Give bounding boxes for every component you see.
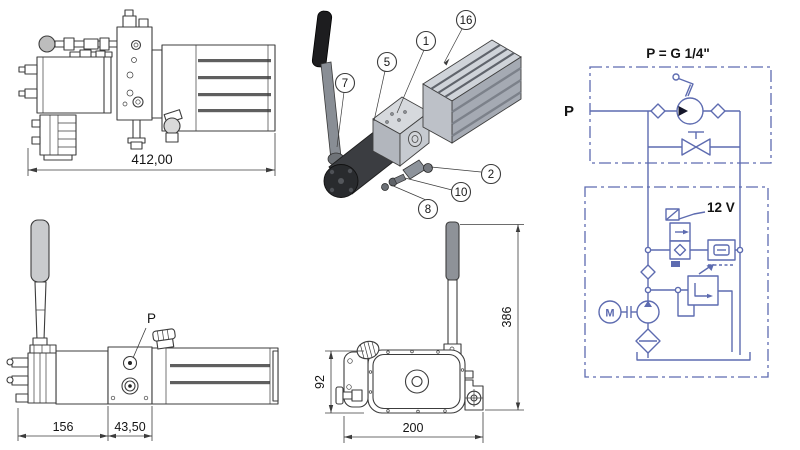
callout-leaders (336, 28, 482, 201)
dim-200: 200 (403, 421, 424, 435)
tank-symbol (636, 352, 751, 361)
dim-412: 412,00 (131, 152, 172, 167)
port-p-label: P (564, 103, 574, 120)
check-valve-suction-icon (640, 264, 656, 280)
voltage-label: 12 V (707, 200, 735, 215)
oil-tank (151, 328, 279, 405)
port-p-label: P (147, 311, 156, 326)
filler-plug (404, 369, 430, 394)
dim-43-50: 43,50 (114, 420, 145, 434)
manifold-boundary-bottom (584, 186, 769, 378)
mount-bracket (464, 379, 484, 411)
check-valve-left-icon (650, 103, 666, 119)
hand-lever (29, 219, 53, 364)
callout-2-label: 2 (488, 169, 494, 181)
callout-7: 7 (334, 72, 356, 94)
port-p-callout: P (132, 311, 156, 359)
dimensions-bottom: 156 43,50 (17, 406, 153, 441)
flow-control-symbol (707, 239, 736, 266)
dimension-height-386: 386 (460, 224, 524, 411)
callout-16: 16 (455, 9, 477, 31)
check-valve-right-icon (710, 103, 726, 119)
callout-5: 5 (376, 51, 398, 73)
dimension-length-200: 200 (343, 412, 484, 443)
tank-outline (367, 349, 474, 414)
callout-8: 8 (417, 198, 439, 220)
pump-block-3d (372, 96, 430, 167)
solenoid-valve-symbol: 12 V (665, 200, 735, 267)
front-view: 412,00 (18, 9, 276, 176)
dimension-width-92: 92 (313, 350, 364, 414)
port-size-label: P = G 1/4" (646, 46, 710, 61)
port-p (122, 355, 138, 371)
shutoff-valve-symbol (681, 131, 711, 156)
junction-nodes (644, 246, 744, 294)
isometric-view: 7 5 1 16 2 10 8 (311, 9, 522, 220)
relief-valve-symbol (677, 264, 733, 352)
hand-pump-rod (38, 35, 120, 60)
oil-tank (151, 44, 276, 143)
hand-pump-symbol (672, 73, 704, 125)
suction-filter-symbol (635, 328, 661, 358)
dimension-overall-length: 412,00 (27, 133, 276, 176)
dim-156: 156 (53, 420, 74, 434)
breather-cap (356, 340, 380, 360)
motor-and-contactor (6, 344, 109, 405)
release-valve-fitting (381, 159, 433, 191)
breather-cap (152, 328, 176, 350)
callout-16-label: 16 (460, 15, 473, 27)
callout-1-label: 1 (423, 36, 429, 48)
pump-manifold-block (116, 9, 153, 150)
side-view: P 156 (6, 219, 279, 441)
dim-386: 386 (500, 307, 514, 328)
callout-2: 2 (480, 163, 502, 185)
hand-lever (443, 221, 462, 355)
callout-10: 10 (450, 181, 472, 203)
callout-7-label: 7 (342, 78, 348, 90)
start-solenoid (31, 114, 77, 161)
motor-pump-group: M (598, 300, 660, 331)
dc-motor (18, 56, 112, 114)
pump-block (107, 346, 153, 405)
motor-end (335, 340, 380, 408)
callout-10-label: 10 (455, 187, 468, 199)
callout-5-label: 5 (384, 57, 390, 69)
tank-3d (422, 39, 522, 144)
hand-lever (311, 10, 345, 166)
dim-92: 92 (313, 375, 327, 389)
return-elbow (163, 109, 183, 143)
motor-label: M (605, 308, 614, 320)
callout-8-label: 8 (425, 204, 431, 216)
manifold-boundary-top (589, 66, 772, 164)
hydraulic-schematic: P = G 1/4" P (564, 46, 772, 378)
top-view: 92 200 386 (313, 221, 524, 443)
callout-1: 1 (415, 30, 437, 52)
